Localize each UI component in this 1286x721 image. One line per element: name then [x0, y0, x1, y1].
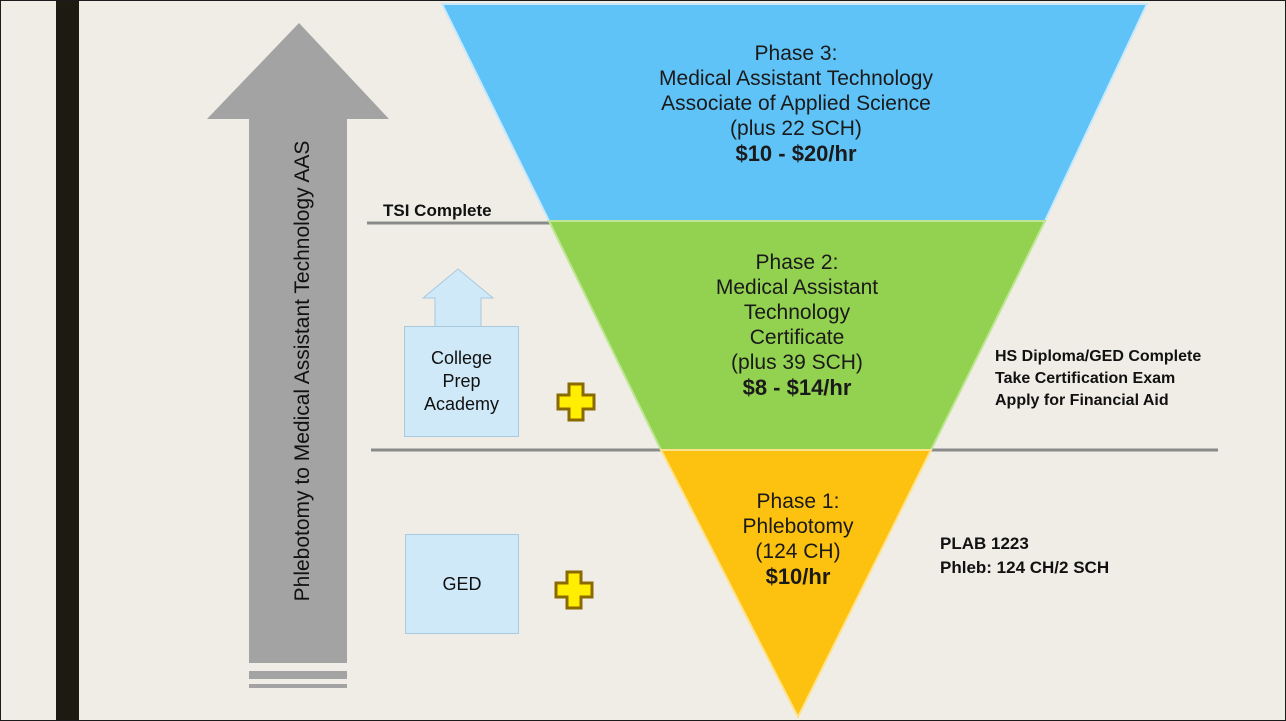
- phase3-wage: $10 - $20/hr: [735, 141, 857, 166]
- phase3-program-line2: Associate of Applied Science: [661, 92, 931, 115]
- phase1-section: [659, 449, 933, 720]
- phase3-credits: (plus 22 SCH): [730, 117, 862, 140]
- phase1-note: Phleb: 124 CH/2 SCH: [940, 558, 1110, 577]
- phase2-note: Take Certification Exam: [995, 370, 1176, 387]
- phase2-program-line1: Medical Assistant: [715, 276, 879, 299]
- phase3-program-line1: Medical Assistant Technology: [659, 67, 933, 90]
- phase1-title: Phase 1:: [756, 490, 840, 513]
- left-accent-bar: [56, 1, 79, 720]
- phase2-program-line3: Certificate: [749, 326, 845, 349]
- phase2-credits: (plus 39 SCH): [731, 351, 863, 374]
- arrow-base-stripe: [249, 671, 347, 679]
- small-up-arrow-icon: [421, 268, 495, 328]
- phase1-credits: (124 CH): [755, 540, 841, 563]
- ged-label: GED: [442, 573, 482, 594]
- phase2-notes: HS Diploma/GED Complete Take Certificati…: [995, 346, 1201, 412]
- phase2-note: HS Diploma/GED Complete: [995, 348, 1202, 365]
- plus-icon: [554, 570, 594, 610]
- college-prep-line1: College: [430, 348, 493, 368]
- plus-icon: [556, 382, 596, 422]
- college-prep-line3: Academy: [423, 394, 500, 414]
- tsi-complete-label: TSI Complete: [383, 201, 492, 220]
- phase2-title: Phase 2:: [755, 251, 839, 274]
- phase1-notes: PLAB 1223 Phleb: 124 CH/2 SCH: [940, 532, 1109, 580]
- phase2-wage: $8 - $14/hr: [742, 375, 852, 400]
- big-up-arrow-icon: [207, 23, 389, 688]
- ged-box: GED: [405, 534, 519, 634]
- phase2-text: Phase 2: Medical Assistant Technology Ce…: [647, 250, 947, 400]
- phase3-text: Phase 3: Medical Assistant Technology As…: [601, 41, 991, 166]
- arrow-shape: [207, 23, 389, 663]
- phase2-program-line2: Technology: [743, 301, 851, 324]
- phase1-wage: $10/hr: [765, 564, 831, 589]
- phase1-note: PLAB 1223: [940, 534, 1029, 553]
- pathway-arrow-label: Phlebotomy to Medical Assistant Technolo…: [291, 140, 314, 602]
- phase1-program-line1: Phlebotomy: [742, 515, 854, 538]
- college-prep-line2: Prep: [442, 371, 481, 391]
- phase1-text: Phase 1: Phlebotomy (124 CH) $10/hr: [708, 489, 888, 589]
- arrow-base-stripe: [249, 684, 347, 688]
- college-prep-academy-box: College Prep Academy: [404, 326, 519, 437]
- phase2-note: Apply for Financial Aid: [995, 392, 1169, 409]
- phase3-title: Phase 3:: [754, 42, 838, 65]
